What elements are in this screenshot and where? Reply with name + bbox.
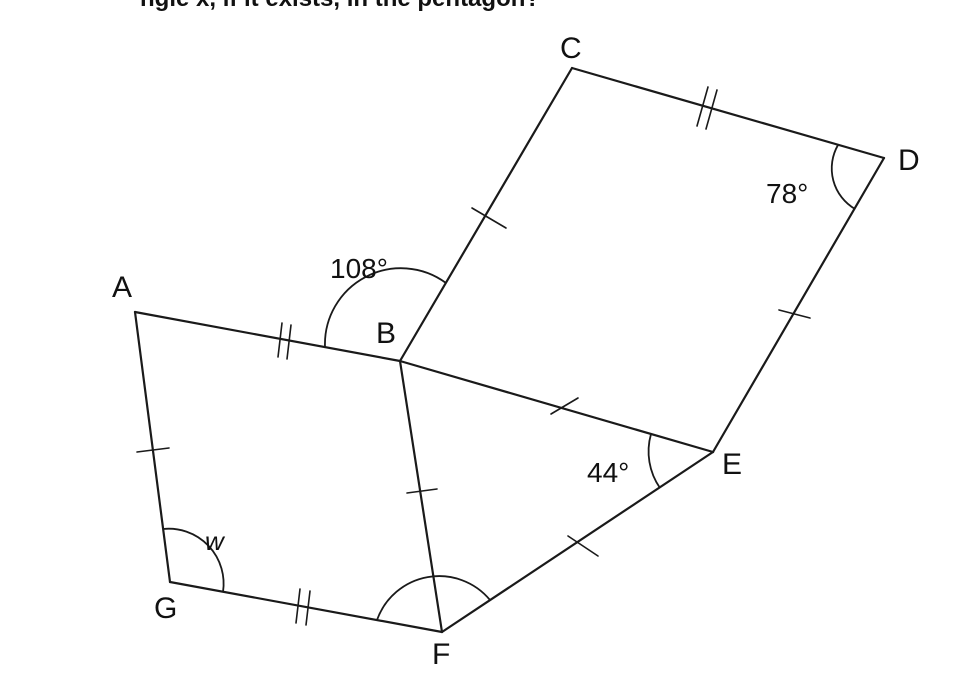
vertex-label-a: A (112, 271, 132, 304)
angle-arc-abc (324, 267, 447, 348)
tick-ab-2 (286, 324, 292, 360)
angle-label-abc: 108° (330, 253, 388, 284)
vertex-label-e: E (722, 448, 742, 481)
edge-gf (168, 580, 444, 634)
tick-gf-2 (305, 590, 311, 626)
angle-arc-bef (647, 433, 661, 489)
tick-gf-1 (295, 588, 301, 624)
angle-arc-cde (830, 144, 856, 210)
header-text: ngle x, if it exists, in the pentagon? (140, 0, 540, 12)
vertex-label-f: F (432, 638, 450, 671)
angle-arc-agf (162, 527, 225, 593)
edge-ag (133, 310, 172, 584)
angle-label-bef: 44° (587, 457, 629, 488)
tick-cd-2 (705, 89, 718, 130)
edge-cd (570, 66, 886, 160)
tick-de (778, 309, 811, 319)
edge-be (398, 359, 715, 454)
vertex-label-g: G (154, 592, 177, 625)
tick-cd-1 (696, 86, 709, 127)
edge-bf (398, 359, 444, 634)
angle-arc-bfg (376, 575, 491, 621)
tick-be (550, 397, 579, 415)
angle-label-cde: 78° (766, 178, 808, 209)
vertex-label-b: B (376, 317, 396, 350)
tick-ag (136, 447, 170, 453)
tick-bf (406, 488, 438, 494)
tick-ef (567, 535, 599, 557)
angle-label-agf: w (205, 526, 226, 556)
vertex-label-d: D (898, 144, 920, 177)
edge-bc (398, 66, 574, 363)
tick-ab-1 (277, 322, 283, 358)
edge-de (711, 156, 886, 454)
edge-ab (133, 310, 402, 363)
vertex-label-c: C (560, 32, 582, 65)
tick-bc (471, 207, 507, 229)
